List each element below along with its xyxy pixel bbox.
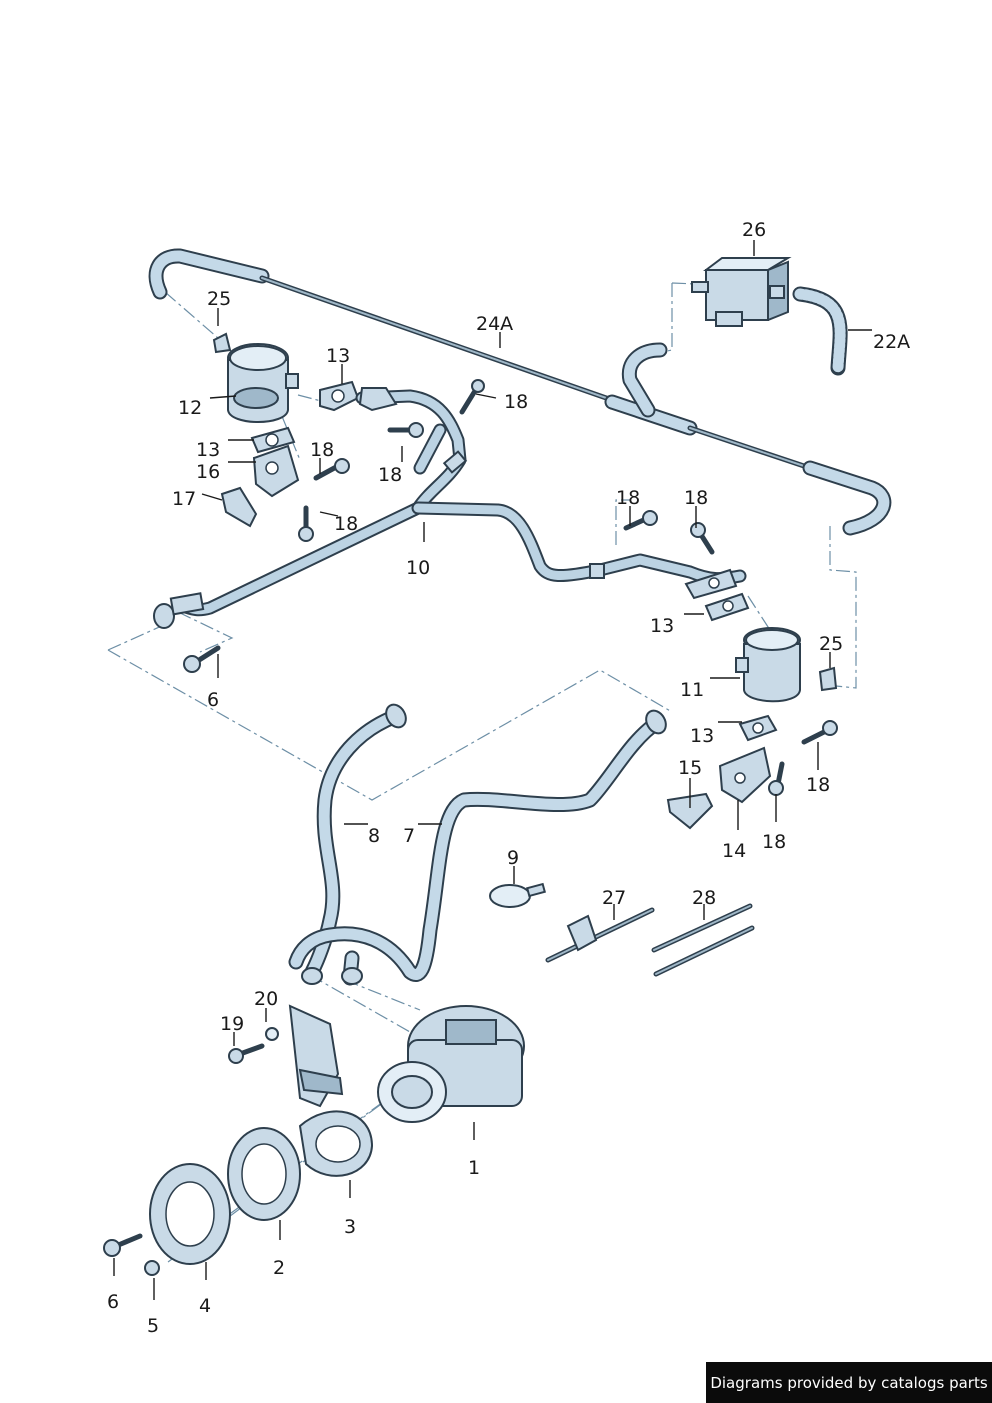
callout-18-e: 18 <box>616 487 640 509</box>
callout-25-right: 25 <box>819 633 843 655</box>
callout-labels: 26 24A 22A 25 13 12 18 13 18 16 18 17 18… <box>107 219 910 1337</box>
callout-5: 5 <box>147 1315 159 1337</box>
clamp-and-holders <box>489 882 755 977</box>
callout-27: 27 <box>602 887 626 909</box>
callout-9: 9 <box>507 847 519 869</box>
combi-valve-12 <box>212 332 360 528</box>
callout-11: 11 <box>680 679 704 701</box>
callout-18-f: 18 <box>684 487 708 509</box>
callout-20: 20 <box>254 988 278 1010</box>
callout-18-d: 18 <box>334 513 358 535</box>
vacuum-line-24a <box>148 248 892 536</box>
combi-valve-11 <box>666 627 838 830</box>
callout-13-lower: 13 <box>690 725 714 747</box>
callout-17: 17 <box>172 488 196 510</box>
callout-13-right: 13 <box>650 615 674 637</box>
credit-banner: Diagrams provided by catalogs parts <box>706 1362 992 1403</box>
callout-28: 28 <box>692 887 716 909</box>
callout-15: 15 <box>678 757 702 779</box>
callout-22a: 22A <box>873 331 910 353</box>
callout-4: 4 <box>199 1295 211 1317</box>
bolts-18-upper <box>298 379 485 542</box>
callout-18-h: 18 <box>762 831 786 853</box>
valve-26 <box>691 257 848 376</box>
callout-13-upper: 13 <box>326 345 350 367</box>
callout-26: 26 <box>742 219 766 241</box>
callout-2: 2 <box>273 1257 285 1279</box>
callout-7: 7 <box>403 825 415 847</box>
leader-lines <box>113 240 872 1300</box>
callout-25-upper: 25 <box>207 288 231 310</box>
callout-16: 16 <box>196 461 220 483</box>
air-pump-1 <box>103 1004 525 1276</box>
callout-13-mid: 13 <box>196 439 220 461</box>
callout-6-lower: 6 <box>107 1291 119 1313</box>
pipe-10 <box>153 387 750 629</box>
callout-18-c: 18 <box>378 464 402 486</box>
callout-12: 12 <box>178 397 202 419</box>
callout-3: 3 <box>344 1216 356 1238</box>
callout-18-b: 18 <box>310 439 334 461</box>
callout-18-g: 18 <box>806 774 830 796</box>
callout-6-upper: 6 <box>207 689 219 711</box>
callout-24a: 24A <box>476 313 513 335</box>
callout-8: 8 <box>368 825 380 847</box>
callout-18-a: 18 <box>504 391 528 413</box>
callout-1: 1 <box>468 1157 480 1179</box>
callout-14: 14 <box>722 840 746 862</box>
callout-19: 19 <box>220 1013 244 1035</box>
hoses-7-8 <box>288 703 667 986</box>
bolts-18-right <box>183 510 838 796</box>
callout-10: 10 <box>406 557 430 579</box>
